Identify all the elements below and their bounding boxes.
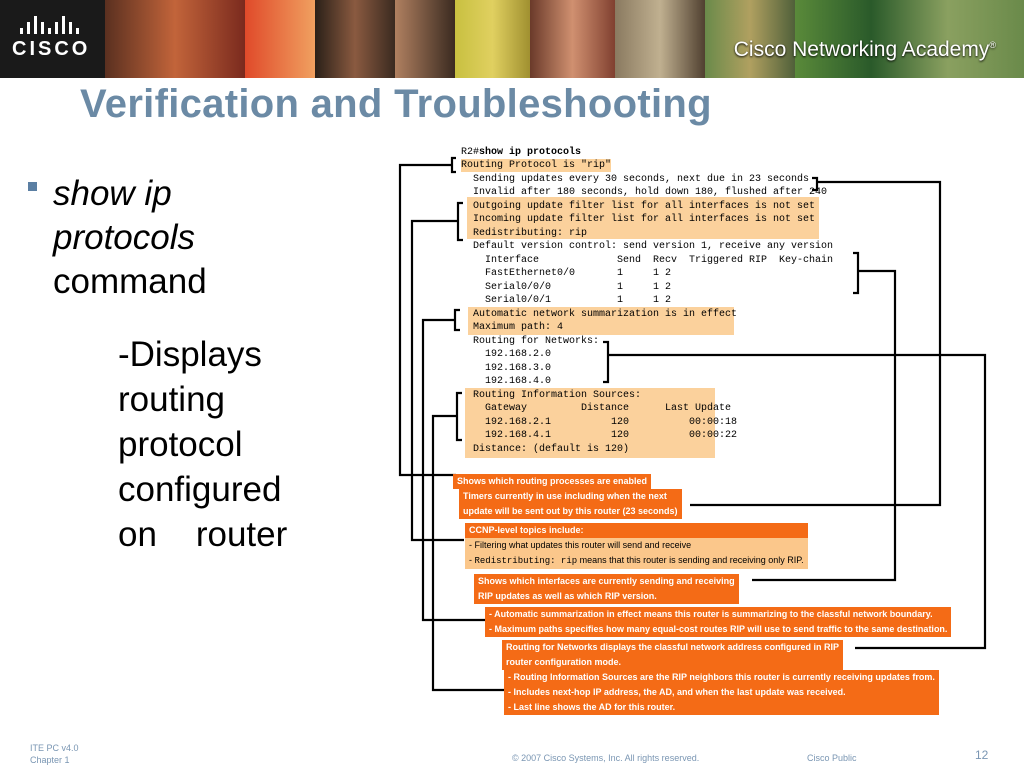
page-number: 12 (975, 748, 989, 762)
highlight-summarization (468, 307, 734, 335)
note-text: - Automatic summarization in effect mean… (489, 609, 933, 619)
description-line: -Displays (118, 335, 262, 374)
terminal-command: show ip protocols (479, 147, 582, 158)
description-line: on router (118, 515, 288, 554)
terminal-line: Gateway Distance Last Update (461, 403, 732, 414)
terminal-line: Sending updates every 30 seconds, next d… (461, 174, 810, 185)
terminal-line: Routing for Networks: (461, 336, 600, 347)
terminal-line: FastEthernet0/0 1 1 2 (461, 268, 672, 279)
banner-photo (245, 0, 315, 78)
bullet-command-line2: protocols (53, 218, 196, 257)
terminal-prompt-line: R2#show ip protocols (461, 146, 581, 159)
terminal-line: 192.168.2.0 (461, 349, 552, 360)
terminal-line: Interface Send Recv Triggered RIP Key-ch… (461, 255, 834, 266)
note-text: router configuration mode. (506, 657, 622, 667)
terminal-line: Serial0/0/1 1 1 2 (461, 295, 672, 306)
bullet-command-word: command (53, 262, 207, 301)
note-info-sources: - Routing Information Sources are the RI… (504, 670, 939, 715)
note-routing-processes: Shows which routing processes are enable… (453, 474, 652, 489)
cisco-logo-text: CISCO (12, 38, 91, 60)
terminal-line: Distance: (default is 120) (461, 444, 630, 455)
note-routing-networks: Routing for Networks displays the classf… (502, 640, 844, 670)
terminal-line: Redistributing: rip (461, 228, 588, 239)
note-redistributing: - Redistributing: rip means that this ro… (469, 555, 804, 566)
note-interfaces: Shows which interfaces are currently sen… (474, 574, 739, 604)
connector-line (398, 163, 456, 477)
note-mono-text: Redistributing: rip (474, 556, 578, 566)
header-banner: CISCO Cisco Networking Academy® (0, 0, 1024, 78)
registered-mark: ® (989, 40, 996, 50)
note-text: - Includes next-hop IP address, the AD, … (508, 687, 846, 697)
banner-photo (315, 0, 395, 78)
footer-classification: Cisco Public (807, 753, 857, 763)
terminal-prompt: R2# (461, 147, 480, 158)
description-text: -Displays routing protocol configured on… (118, 332, 328, 557)
note-text: update will be sent out by this router (… (463, 506, 678, 516)
bullet-text: show ip protocols command (53, 172, 207, 304)
academy-brand-cisco: Cisco (733, 38, 787, 61)
banner-photo (705, 0, 795, 78)
footer-copyright: © 2007 Cisco Systems, Inc. All rights re… (512, 753, 700, 763)
note-text: CCNP-level topics include: (465, 523, 808, 538)
note-text: - Routing Information Sources are the RI… (508, 672, 935, 682)
note-summarization: - Automatic summarization in effect mean… (485, 607, 952, 637)
note-timers: Timers currently in use including when t… (459, 489, 682, 519)
note-text: Routing for Networks displays the classf… (506, 642, 840, 652)
banner-photo (395, 0, 455, 78)
note-text: - Maximum paths specifies how many equal… (489, 624, 948, 634)
cisco-logo: CISCO (12, 14, 97, 64)
banner-photo (530, 0, 615, 78)
terminal-line: Invalid after 180 seconds, hold down 180… (461, 187, 828, 198)
terminal-line: 192.168.3.0 (461, 363, 552, 374)
footer-chapter: Chapter 1 (30, 755, 70, 765)
banner-photo (105, 0, 245, 78)
terminal-line: Routing Protocol is "rip" (461, 159, 612, 172)
note-text: Shows which interfaces are currently sen… (478, 576, 735, 586)
terminal-line: Outgoing update filter list for all inte… (461, 201, 816, 212)
note-text: Shows which routing processes are enable… (457, 476, 648, 486)
terminal-line: 192.168.2.1 120 00:00:18 (461, 417, 738, 428)
academy-brand-text: Networking Academy (792, 38, 990, 61)
terminal-line: Routing Information Sources: (461, 390, 642, 401)
note-text: Timers currently in use including when t… (463, 491, 667, 501)
bullet-square-icon (28, 182, 37, 191)
terminal-line: Serial0/0/0 1 1 2 (461, 282, 672, 293)
note-text: - Last line shows the AD for this router… (508, 702, 676, 712)
terminal-line: Automatic network summarization is in ef… (461, 309, 738, 320)
terminal-line: 192.168.4.1 120 00:00:22 (461, 430, 738, 441)
banner-photo (455, 0, 530, 78)
slide-title: Verification and Troubleshooting (80, 82, 712, 126)
cisco-bridge-icon (20, 14, 97, 34)
note-text: - Filtering what updates this router wil… (469, 540, 692, 550)
note-ccnp-topics: CCNP-level topics include: - Filtering wh… (465, 523, 808, 569)
banner-photo (615, 0, 705, 78)
networking-academy-brand: Cisco Networking Academy® (734, 38, 996, 62)
terminal-line: Incoming update filter list for all inte… (461, 214, 816, 225)
description-line: configured (118, 470, 282, 509)
terminal-line: Default version control: send version 1,… (461, 241, 834, 252)
footer-course-info: ITE PC v4.0 Chapter 1 (30, 742, 79, 766)
banner-photo (795, 0, 1024, 78)
description-line: protocol (118, 425, 243, 464)
terminal-line: 192.168.4.0 (461, 376, 552, 387)
terminal-line: Maximum path: 4 (461, 322, 564, 333)
note-text: RIP updates as well as which RIP version… (478, 591, 657, 601)
description-line: routing (118, 380, 226, 419)
footer-course: ITE PC v4.0 (30, 743, 79, 753)
bullet-command-line1: show ip (53, 174, 172, 213)
